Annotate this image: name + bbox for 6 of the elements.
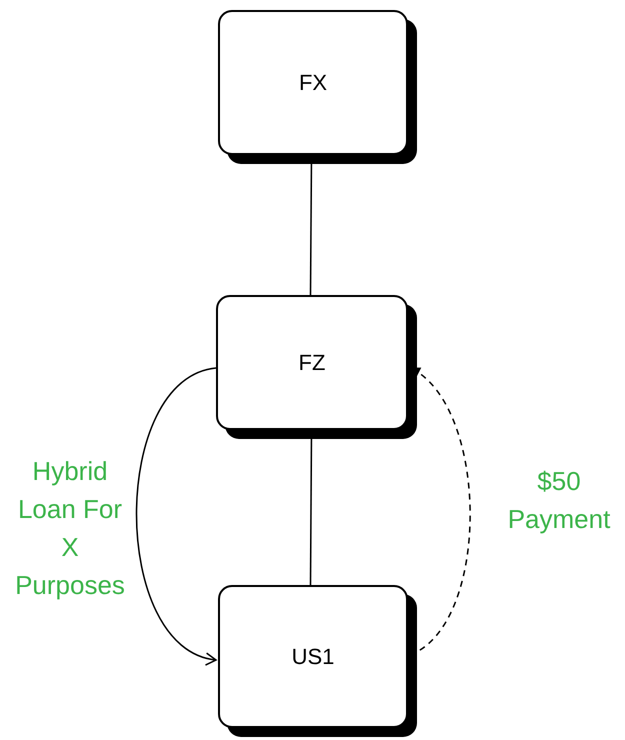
curved-arrow <box>136 367 217 664</box>
box-label: US1 <box>292 643 334 671</box>
edge-label: Hybrid Loan For X Purposes <box>14 455 126 602</box>
box-label: FZ <box>298 349 326 377</box>
box-label: FX <box>298 69 328 97</box>
edge-label: $50 Payment <box>506 465 612 536</box>
